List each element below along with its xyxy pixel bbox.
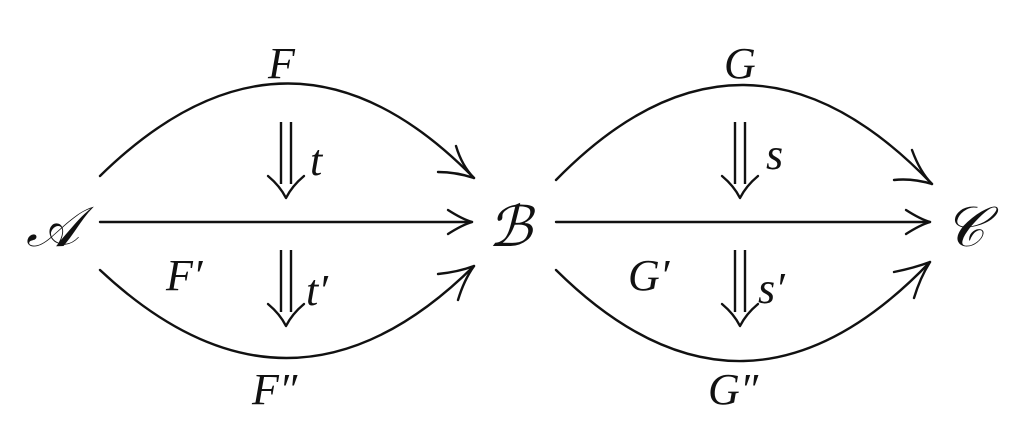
label-f-double-prime: F″ bbox=[251, 365, 298, 414]
object-b: ℬ bbox=[488, 195, 536, 260]
object-a: 𝒜 bbox=[26, 195, 94, 260]
arrow-f-curve bbox=[98, 82, 476, 180]
arrow-g-curve bbox=[554, 83, 934, 186]
label-s: s bbox=[766, 130, 783, 179]
label-t: t bbox=[310, 136, 324, 185]
label-s-prime: s′ bbox=[758, 264, 786, 313]
arrow-f-prime-head bbox=[446, 208, 474, 236]
double-arrow-t bbox=[266, 122, 306, 200]
double-arrow-s-prime bbox=[720, 250, 760, 328]
arrow-f-double-prime-head bbox=[436, 264, 476, 302]
double-arrow-t-prime bbox=[266, 250, 306, 328]
label-g-prime: G′ bbox=[628, 251, 671, 300]
arrow-g-double-prime-curve bbox=[554, 260, 932, 363]
label-t-prime: t′ bbox=[306, 266, 329, 315]
double-arrow-s bbox=[720, 122, 760, 200]
label-g: G bbox=[724, 39, 756, 88]
arrow-g-curve-head bbox=[892, 148, 934, 186]
arrow-f-curve-head bbox=[436, 144, 476, 180]
arrow-f-double-prime-curve bbox=[98, 264, 476, 360]
object-c: 𝒞 bbox=[944, 195, 999, 260]
arrow-g-double-prime-head bbox=[892, 260, 932, 300]
label-g-double-prime: G″ bbox=[708, 365, 759, 414]
label-f-prime: F′ bbox=[165, 251, 204, 300]
label-f: F bbox=[267, 39, 296, 88]
arrow-g-prime-head bbox=[904, 208, 932, 236]
